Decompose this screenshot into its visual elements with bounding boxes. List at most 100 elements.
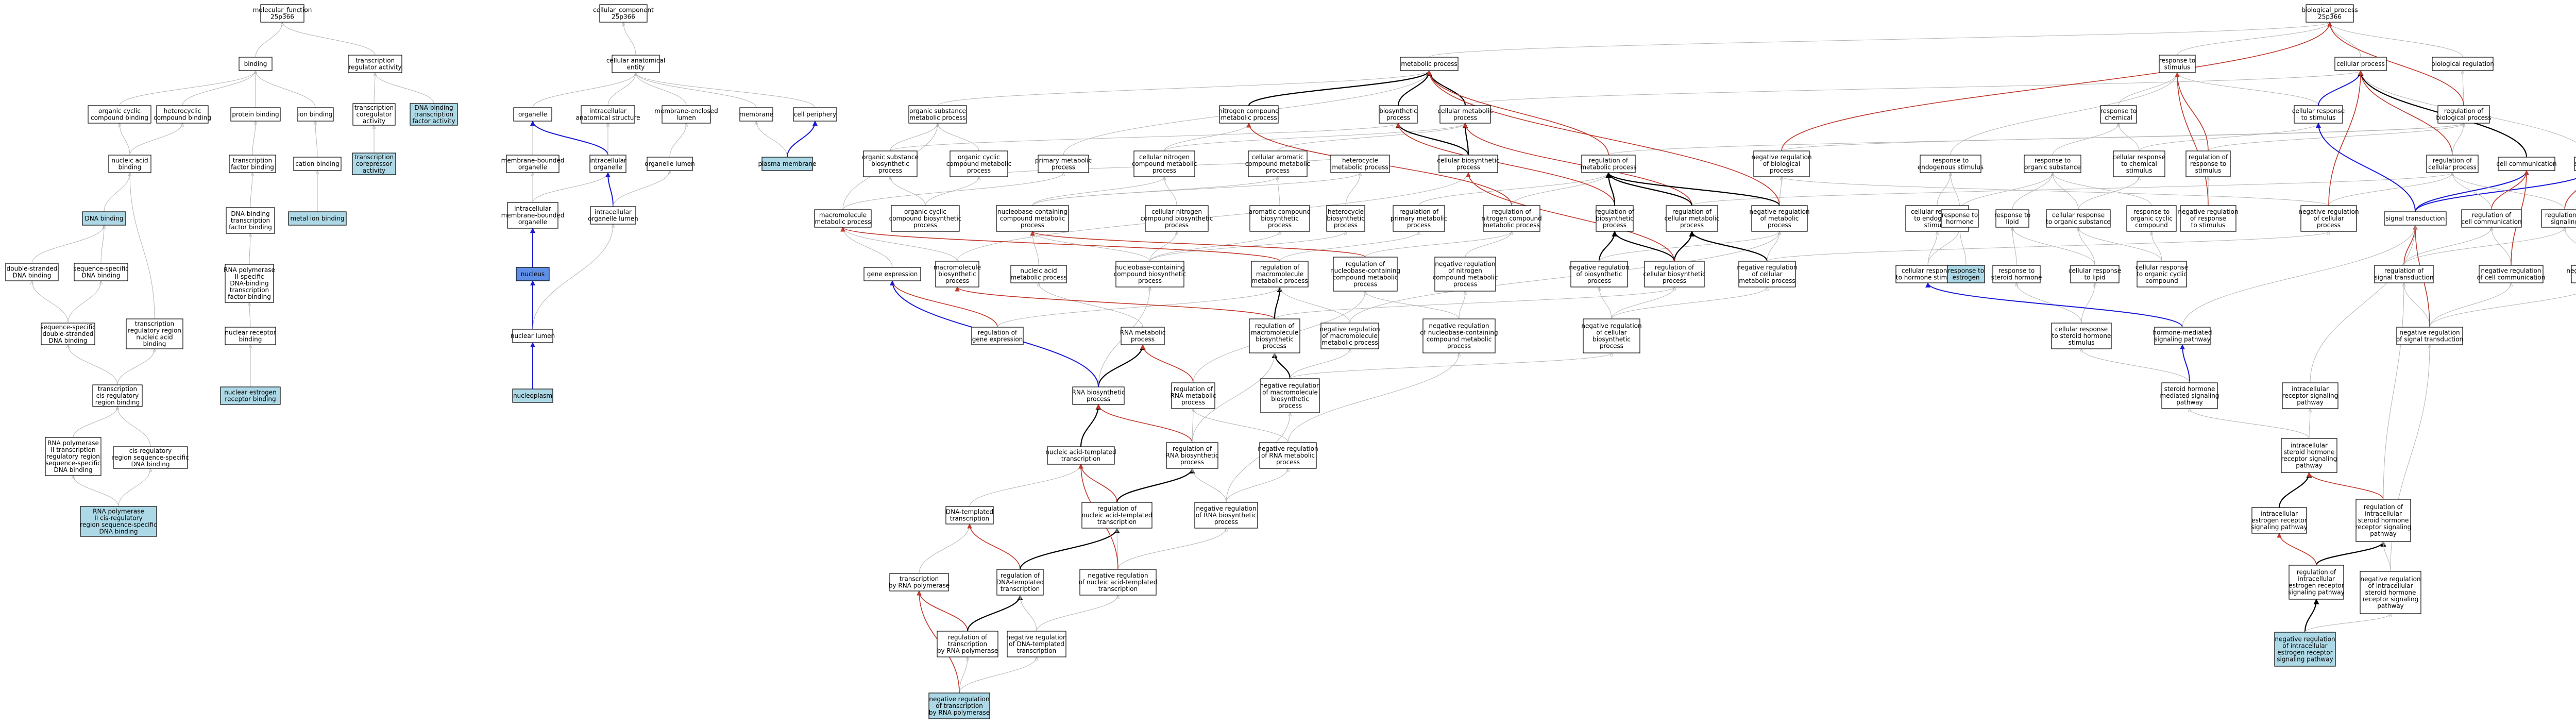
go-term-node-nucleus[interactable]: nucleus xyxy=(516,267,550,281)
go-term-node-cell-comm[interactable]: cell communication xyxy=(2496,157,2557,171)
go-term-node-signaling[interactable]: signaling xyxy=(2574,157,2576,171)
go-term-node-nucleoplasm[interactable]: nucleoplasm xyxy=(512,388,553,403)
go-term-node-cell-per[interactable]: cell periphery xyxy=(793,107,837,122)
go-term-node-membrane[interactable]: membrane xyxy=(739,107,773,122)
go-term-node-dna-b[interactable]: DNA binding xyxy=(82,211,126,226)
go-term-node-protein-b[interactable]: protein binding xyxy=(230,107,281,122)
go-term-node-nucl-lumen[interactable]: nuclear lumen xyxy=(511,329,555,343)
go-term-node-sig-trans[interactable]: signal transduction xyxy=(2384,211,2447,226)
go-term-node-metab[interactable]: metabolic process xyxy=(1400,57,1459,71)
go-term-node-reg-signaling[interactable]: regulation ofsignaling xyxy=(2541,209,2576,228)
go-term-node-plasma-mem[interactable]: plasma membrane xyxy=(758,157,817,171)
go-term-node-ion-b[interactable]: ion binding xyxy=(297,107,334,122)
go-term-node-cation-b[interactable]: cation binding xyxy=(293,157,342,171)
go-term-node-org-lumen[interactable]: organelle lumen xyxy=(645,157,695,171)
go-term-node-organelle[interactable]: organelle xyxy=(513,107,552,122)
